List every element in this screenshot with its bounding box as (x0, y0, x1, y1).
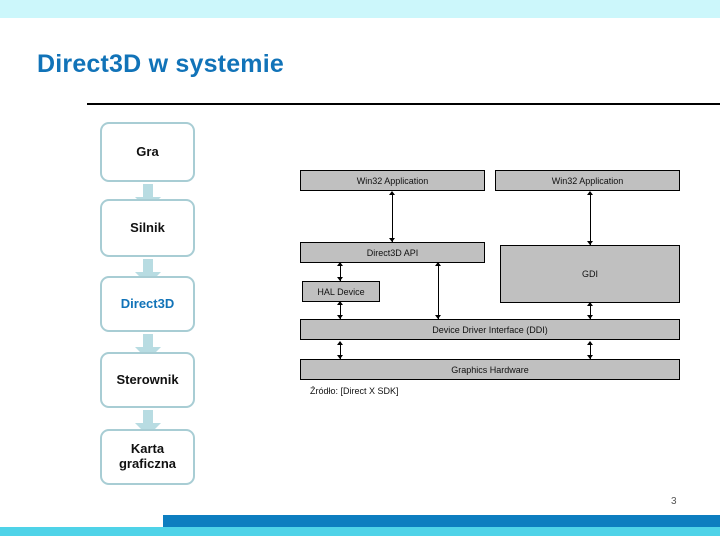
diagram-source-note: Źródło: [Direct X SDK] (310, 386, 399, 396)
flow-arrow-shaft (143, 334, 153, 348)
flow-box-karta-graficzna: Karta graficzna (100, 429, 195, 485)
arrow-up-direct3d-ddi (435, 262, 441, 266)
flow-arrow-shaft (143, 410, 153, 424)
diagram-box-graphics-hardware: Graphics Hardware (300, 359, 680, 380)
top-accent-band (0, 0, 720, 18)
flow-box-gra: Gra (100, 122, 195, 182)
diagram-box-device-driver-interface: Device Driver Interface (DDI) (300, 319, 680, 340)
diagram-box-win32-application-right: Win32 Application (495, 170, 680, 191)
arrow-down-direct3d-hal (337, 277, 343, 281)
arrow-down-gdi (587, 241, 593, 245)
connector-gdi-to-ddi (590, 303, 591, 319)
bottom-accent-bar-dark (163, 515, 720, 527)
arrow-down-direct3d-api (389, 238, 395, 242)
directx-architecture-diagram: Win32 Application Win32 Application Dire… (290, 160, 690, 405)
diagram-box-direct3d-api: Direct3D API (300, 242, 485, 263)
arrow-up-ddi-hw-right (587, 341, 593, 345)
arrow-down-gdi-ddi (587, 315, 593, 319)
connector-ddi-to-hardware-left (340, 342, 341, 359)
bottom-accent-bar-light (0, 527, 720, 536)
arrow-down-hal-ddi (337, 315, 343, 319)
arrow-down-ddi-hw-right (587, 355, 593, 359)
flow-box-silnik: Silnik (100, 199, 195, 257)
arrow-up-direct3d-hal (337, 262, 343, 266)
connector-direct3d-to-hal (340, 263, 341, 281)
arrow-down-ddi-hw-left (337, 355, 343, 359)
diagram-box-hal-device: HAL Device (302, 281, 380, 302)
arrow-up-ddi-hw-left (337, 341, 343, 345)
diagram-box-gdi: GDI (500, 245, 680, 303)
diagram-box-win32-application-left: Win32 Application (300, 170, 485, 191)
arrow-down-direct3d-ddi (435, 315, 441, 319)
connector-hal-to-ddi (340, 302, 341, 319)
title-divider (87, 103, 720, 105)
arrow-up-win32-right (587, 191, 593, 195)
flow-arrow-shaft (143, 184, 153, 198)
connector-win32-to-direct3d (392, 195, 393, 242)
arrow-up-win32-left (389, 191, 395, 195)
flow-box-sterownik: Sterownik (100, 352, 195, 408)
page-number: 3 (671, 496, 677, 507)
page-title: Direct3D w systemie (37, 50, 284, 78)
flow-box-direct3d: Direct3D (100, 276, 195, 332)
arrow-up-hal-ddi (337, 301, 343, 305)
flow-arrow-shaft (143, 259, 153, 273)
arrow-up-gdi-ddi (587, 302, 593, 306)
connector-direct3d-to-ddi (438, 263, 439, 319)
connector-ddi-to-hardware-right (590, 342, 591, 359)
connector-win32-to-gdi (590, 195, 591, 245)
